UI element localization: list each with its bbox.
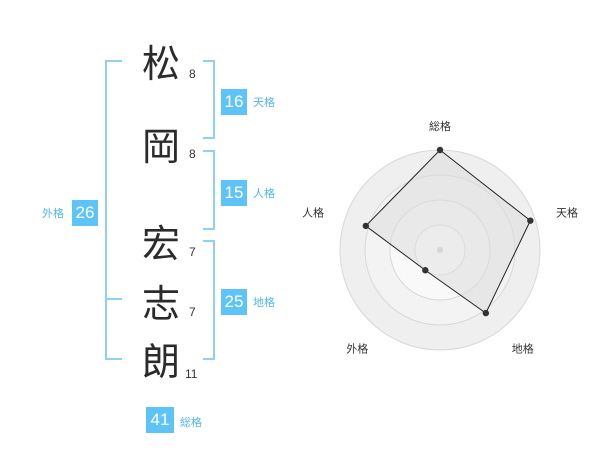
gaikaku-label: 外格 bbox=[42, 207, 64, 220]
radar-axis-label-3: 地格 bbox=[512, 342, 534, 356]
tenkaku-value: 16 bbox=[221, 89, 247, 115]
chikaku-label: 地格 bbox=[253, 296, 275, 309]
soukaku-label: 総格 bbox=[180, 416, 202, 429]
radar-area bbox=[365, 149, 531, 314]
stroke-count-5: 11 bbox=[185, 367, 198, 381]
radar-area-group bbox=[365, 149, 531, 314]
radar-point-2 bbox=[527, 217, 534, 224]
stroke-count-4: 7 bbox=[189, 305, 196, 319]
gaikaku-bracket bbox=[105, 60, 122, 360]
radar-points bbox=[362, 146, 534, 317]
jinkaku-value: 15 bbox=[221, 180, 247, 206]
name-char-1: 松 bbox=[141, 42, 180, 86]
radar-point-4 bbox=[422, 267, 429, 274]
name-char-3: 宏 bbox=[141, 222, 180, 266]
radar-point-1 bbox=[436, 146, 444, 154]
stroke-count-1: 8 bbox=[189, 67, 196, 81]
gaikaku-value: 26 bbox=[72, 200, 98, 226]
name-char-4: 志 bbox=[141, 282, 180, 326]
name-char-2: 岡 bbox=[141, 125, 180, 169]
radar-axis-label-5: 人格 bbox=[302, 205, 324, 219]
radar-axis-label-4: 外格 bbox=[346, 342, 368, 356]
chikaku-bracket bbox=[203, 240, 215, 360]
jinkaku-label: 人格 bbox=[253, 187, 275, 200]
jinkaku-bracket bbox=[203, 150, 215, 230]
name-char-5: 朗 bbox=[141, 340, 180, 384]
radar-point-3 bbox=[482, 309, 490, 317]
tenkaku-label: 天格 bbox=[253, 96, 275, 109]
gaikaku-bracket-tick bbox=[105, 298, 122, 300]
radar-axis-label-1: 総格 bbox=[429, 119, 451, 133]
stroke-count-3: 7 bbox=[189, 245, 196, 259]
stroke-count-2: 8 bbox=[189, 147, 196, 161]
radar-axis-label-2: 天格 bbox=[556, 205, 578, 219]
tenkaku-bracket bbox=[203, 60, 215, 139]
radar-point-5 bbox=[362, 222, 370, 230]
soukaku-value: 41 bbox=[146, 407, 174, 433]
chikaku-value: 25 bbox=[221, 289, 247, 315]
